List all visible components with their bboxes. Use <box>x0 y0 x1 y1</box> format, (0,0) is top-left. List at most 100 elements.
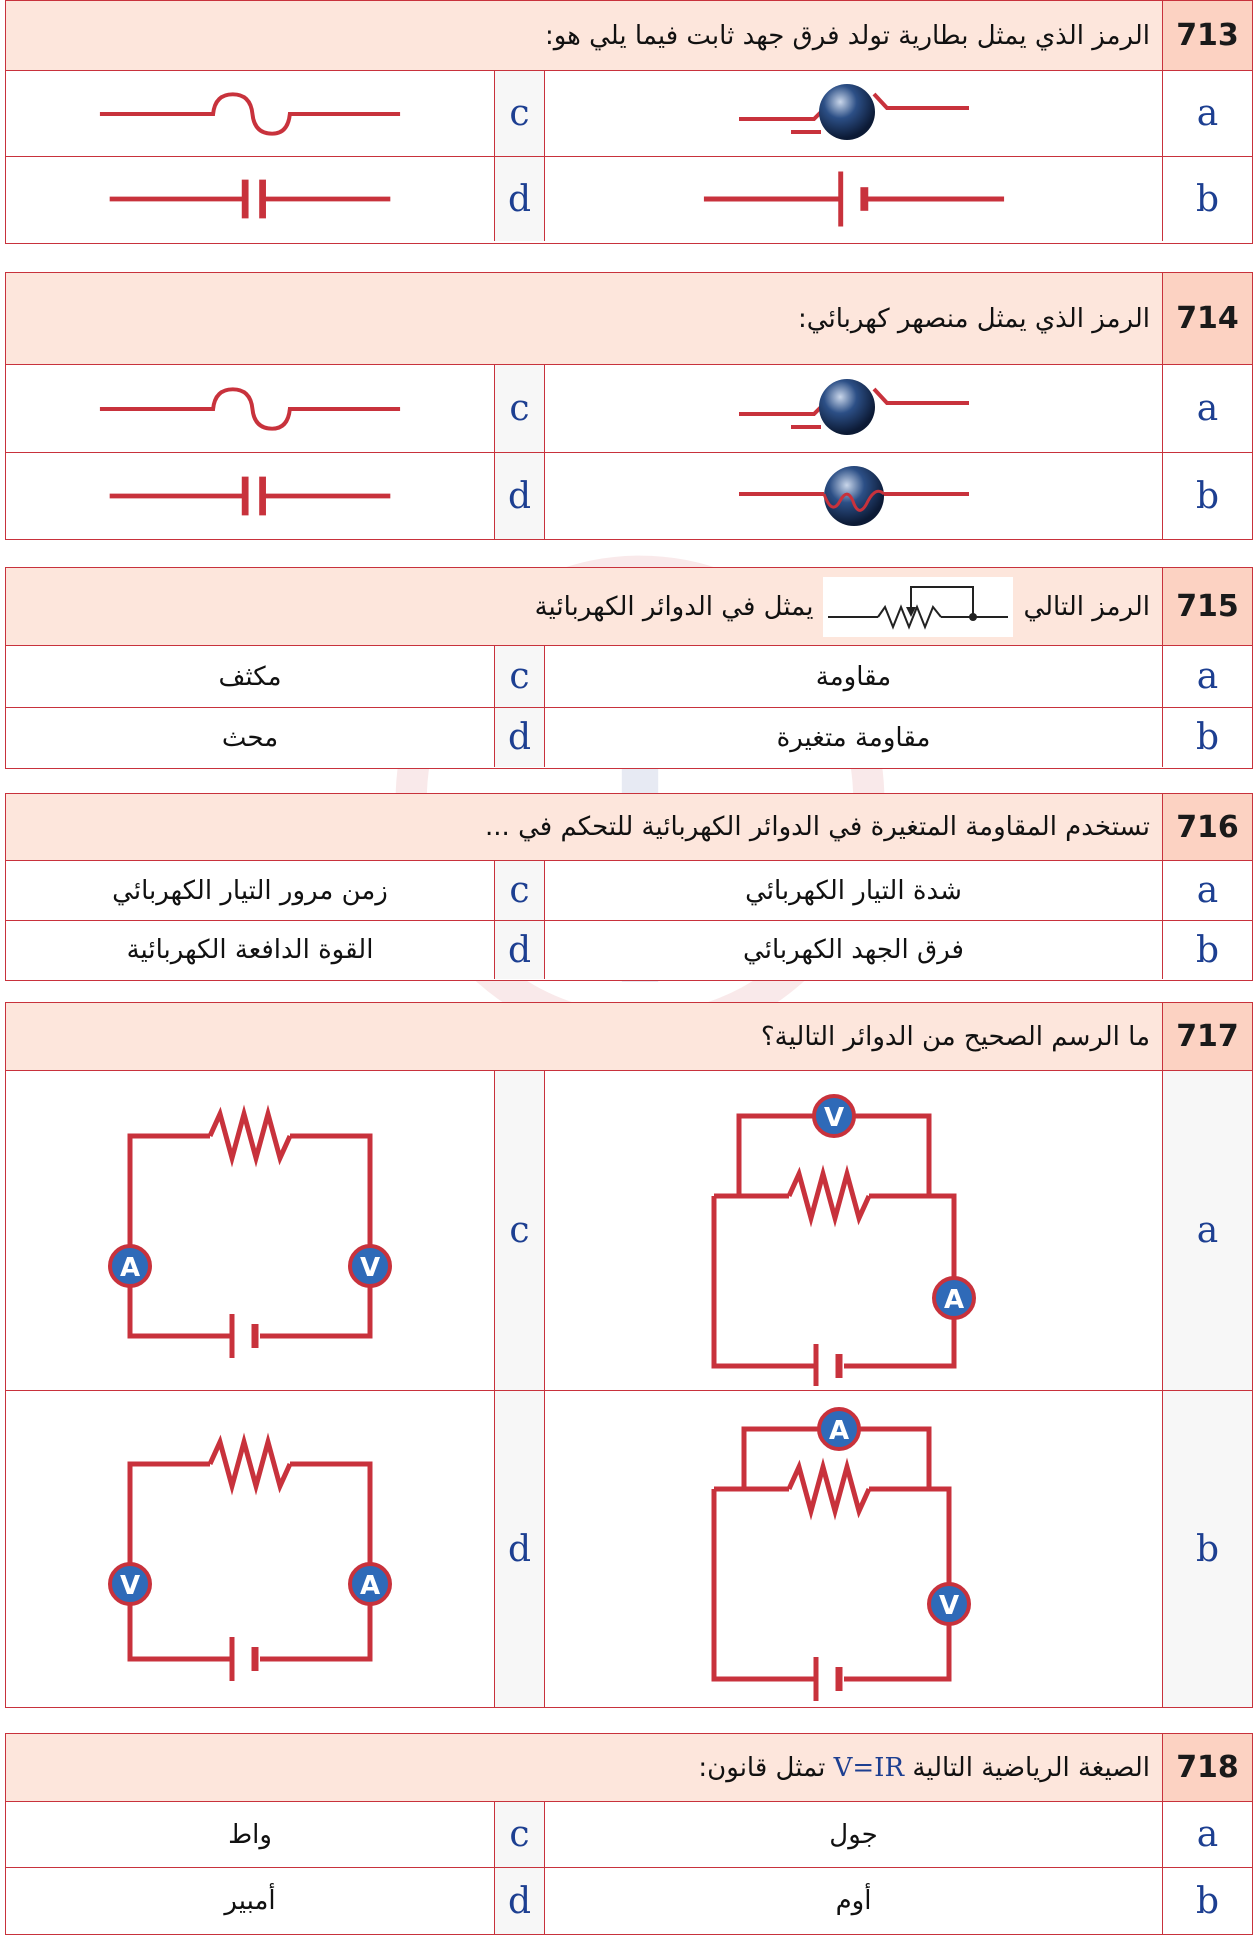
option-letter-d[interactable]: d <box>494 157 544 241</box>
option-b[interactable]: أوم <box>544 1868 1162 1934</box>
option-letter-b[interactable]: b <box>1162 1868 1252 1934</box>
filament-lamp-symbol-icon <box>736 464 971 528</box>
option-d[interactable]: محث <box>221 722 279 753</box>
option-c[interactable]: زمن مرور التيار الكهربائي <box>112 875 388 906</box>
option-a[interactable]: مقاومة <box>544 646 1162 707</box>
option-b[interactable]: مقاومة متغيرة <box>544 708 1162 767</box>
question-number: 718 <box>1162 1734 1252 1801</box>
options-row: b مقاومة متغيرة d محث <box>6 708 1252 767</box>
option-letter-b[interactable]: b <box>1162 157 1252 241</box>
option-c[interactable]: واط <box>228 1819 272 1850</box>
question-718: 718 الصيغة الرياضية التالية V=IR تمثل قا… <box>5 1733 1253 1935</box>
question-text-before: الصيغة الرياضية التالية <box>912 1752 1150 1783</box>
option-a[interactable]: جول <box>544 1802 1162 1867</box>
option-d[interactable] <box>6 157 494 241</box>
option-a[interactable] <box>544 365 1162 452</box>
voltmeter-label: V <box>360 1253 380 1283</box>
question-header: 718 الصيغة الرياضية التالية V=IR تمثل قا… <box>6 1734 1252 1802</box>
question-716: 716 تستخدم المقاومة المتغيرة في الدوائر … <box>5 793 1253 981</box>
options-row: a جول c واط <box>6 1802 1252 1868</box>
ammeter-label: A <box>120 1253 140 1283</box>
question-number: 713 <box>1162 1 1252 70</box>
capacitor-symbol-icon <box>100 159 400 239</box>
option-letter-c[interactable]: c <box>494 365 544 452</box>
options-row: b أوم d أمبير <box>6 1868 1252 1934</box>
option-letter-d[interactable]: d <box>494 921 544 979</box>
question-text: الصيغة الرياضية التالية V=IR تمثل قانون: <box>6 1734 1162 1801</box>
option-letter-c[interactable]: c <box>494 646 544 707</box>
ammeter-label: A <box>360 1571 380 1601</box>
lamp-symbol-icon <box>736 376 971 437</box>
options-row: b A V d <box>6 1391 1252 1707</box>
ammeter-label: A <box>828 1416 848 1446</box>
options-row: b d <box>6 157 1252 241</box>
option-letter-b[interactable]: b <box>1162 453 1252 539</box>
question-text-after: تمثل قانون: <box>698 1752 826 1783</box>
question-713: 713 الرمز الذي يمثل بطارية تولد فرق جهد … <box>5 0 1253 244</box>
option-a[interactable]: V A <box>544 1071 1162 1390</box>
option-letter-b[interactable]: b <box>1162 708 1252 767</box>
option-letter-d[interactable]: d <box>494 708 544 767</box>
option-letter-a[interactable]: a <box>1162 365 1252 452</box>
option-b[interactable] <box>544 453 1162 539</box>
option-letter-d[interactable]: d <box>494 1868 544 1934</box>
question-header: 716 تستخدم المقاومة المتغيرة في الدوائر … <box>6 794 1252 861</box>
option-letter-c[interactable]: c <box>494 1071 544 1390</box>
option-letter-b[interactable]: b <box>1162 921 1252 979</box>
fuse-symbol-icon <box>97 91 403 136</box>
option-letter-d[interactable]: d <box>494 453 544 539</box>
option-c[interactable]: مكثف <box>218 661 282 692</box>
option-b[interactable]: A V <box>544 1391 1162 1707</box>
option-letter-b[interactable]: b <box>1162 1391 1252 1707</box>
options-row: a مقاومة c مكثف <box>6 646 1252 708</box>
question-717: 717 ما الرسم الصحيح من الدوائر التالية؟ … <box>5 1002 1253 1708</box>
circuit-ammeter-parallel-icon: A V <box>711 1407 971 1701</box>
option-letter-a[interactable]: a <box>1162 861 1252 920</box>
question-text: الرمز الذي يمثل بطارية تولد فرق جهد ثابت… <box>544 20 1150 51</box>
options-row: a c <box>6 71 1252 157</box>
options-row: a V A c <box>6 1071 1252 1391</box>
voltmeter-label: V <box>938 1591 958 1621</box>
question-header: 713 الرمز الذي يمثل بطارية تولد فرق جهد … <box>6 1 1252 71</box>
ohms-law-formula: V=IR <box>833 1752 905 1783</box>
option-letter-a[interactable]: a <box>1162 71 1252 156</box>
option-d[interactable] <box>6 453 494 539</box>
options-row: b d <box>6 453 1252 539</box>
option-letter-a[interactable]: a <box>1162 1802 1252 1867</box>
question-number: 715 <box>1162 568 1252 645</box>
circuit-ammeter-voltmeter-series-icon: A V <box>108 1096 392 1358</box>
option-letter-a[interactable]: a <box>1162 646 1252 707</box>
question-text: الرمز التالي يمثل في الدوائر الكهربائية <box>6 568 1162 645</box>
option-d[interactable]: V A <box>6 1391 494 1707</box>
option-c[interactable]: A V <box>6 1071 494 1390</box>
capacitor-symbol-icon <box>100 456 400 536</box>
question-text: الرمز الذي يمثل منصهر كهربائي: <box>798 303 1150 334</box>
question-header: 717 ما الرسم الصحيح من الدوائر التالية؟ <box>6 1003 1252 1071</box>
option-letter-c[interactable]: c <box>494 71 544 156</box>
circuit-voltmeter-ammeter-series-icon: V A <box>108 1414 392 1681</box>
voltmeter-label: V <box>120 1571 140 1601</box>
option-a[interactable] <box>544 71 1162 156</box>
lamp-symbol-icon <box>736 81 971 142</box>
question-text: تستخدم المقاومة المتغيرة في الدوائر الكه… <box>485 812 1150 842</box>
question-header: 714 الرمز الذي يمثل منصهر كهربائي: <box>6 273 1252 365</box>
option-d[interactable]: أمبير <box>224 1886 276 1916</box>
option-c[interactable] <box>6 71 494 156</box>
question-text-before: الرمز التالي <box>1023 591 1150 622</box>
option-letter-d[interactable]: d <box>494 1391 544 1707</box>
options-row: b فرق الجهد الكهربائي d القوة الدافعة ال… <box>6 921 1252 979</box>
fuse-symbol-icon <box>97 386 403 431</box>
option-c[interactable] <box>6 365 494 452</box>
question-714: 714 الرمز الذي يمثل منصهر كهربائي: a c b… <box>5 272 1253 540</box>
option-letter-a[interactable]: a <box>1162 1071 1252 1390</box>
question-number: 716 <box>1162 794 1252 860</box>
option-d[interactable]: القوة الدافعة الكهربائية <box>126 935 374 965</box>
option-b[interactable]: فرق الجهد الكهربائي <box>544 921 1162 979</box>
option-letter-c[interactable]: c <box>494 1802 544 1867</box>
question-text-after: يمثل في الدوائر الكهربائية <box>534 591 814 622</box>
option-b[interactable] <box>544 157 1162 241</box>
option-a[interactable]: شدة التيار الكهربائي <box>544 861 1162 920</box>
option-letter-c[interactable]: c <box>494 861 544 920</box>
voltmeter-label: V <box>823 1103 843 1133</box>
battery-symbol-icon <box>699 159 1009 239</box>
